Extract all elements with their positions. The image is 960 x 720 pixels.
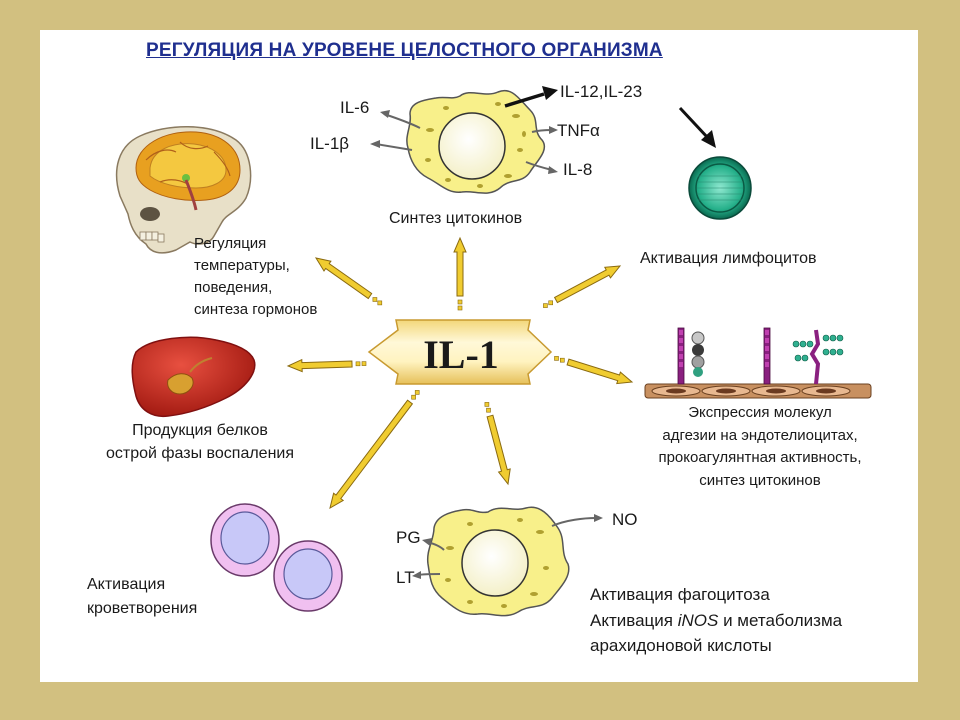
brain-caption-line-1: Регуляция [194,235,267,252]
tnf-alpha-label: TNFα [557,121,600,140]
blood-cells-image [210,503,343,612]
arrow-to-phagocyte-tail-mark [486,407,491,413]
il12-il23-label: IL-12,IL-23 [560,82,643,101]
cytokine-cell [370,86,558,194]
il1b-label: IL-1β [310,134,350,153]
page-title: РЕГУЛЯЦИЯ НА УРОВЕНЕ ЦЕЛОСТНОГО ОРГАНИЗМ… [146,40,663,61]
il8-label: IL-8 [563,160,593,179]
liver-caption-line-1: Продукция белков [132,422,268,439]
brain-caption: Регуляция температуры, поведения, синтез… [194,233,317,321]
arrow-to-endothelium [566,358,634,385]
pg-label: PG [396,528,421,547]
il1-center-label: IL-1 [423,332,499,377]
il1-center-star [367,319,553,385]
endothelium-caption-line-4: синтез цитокинов [699,471,821,489]
arrow-to-brain [314,257,373,300]
no-label: NO [612,510,638,529]
il6-label: IL-6 [340,98,370,117]
arrow-to-liver [286,358,353,373]
brain-caption-line-2: температуры, [194,257,290,274]
liver-caption: Продукция белков острой фазы воспаления [66,419,334,465]
brain-caption-line-4: синтеза гормонов [194,301,318,318]
il12-output-arrow [504,86,558,108]
cell-secretion-arrows [370,110,558,174]
endothelium-image [644,327,872,399]
endothelium-caption-line-2: адгезии на эндотелиоцитах, [662,426,858,444]
arrow-to-blood-tail-mark [414,390,420,395]
arrow-to-blood-tail-mark [411,394,416,400]
arrow-to-lymphocytes-tail-mark [543,303,548,308]
arrow-to-lymphocytes [553,265,622,304]
phagocyte-caption-line-1: Активация фагоцитоза [590,585,770,604]
phagocyte-caption-line-3: арахидоновой кислоты [590,636,772,655]
cytokine-synthesis-caption: Синтез цитокинов [389,210,523,227]
arrow-to-brain-tail-mark [377,300,383,306]
arrow-to-blood [329,399,414,510]
endothelium-caption: Экспрессия молекул адгезии на эндотелиоц… [620,402,900,492]
lt-label: LT [396,568,415,587]
cell-nucleus [438,112,506,180]
phagocyte-caption-line-2-suffix: и метаболизма [718,610,843,630]
arrow-to-endothelium-tail-mark [559,357,565,363]
brain-skull-image [115,126,252,254]
cell-granules [425,102,526,188]
lymphocyte-caption: Активация лимфоцитов [640,250,817,267]
phagocyte-cell [412,506,603,617]
brain-caption-line-3: поведения, [194,279,273,296]
adhesion-molecules [677,327,844,385]
arrow-to-cytokine-synthesis [453,236,467,297]
blood-caption: Активация кроветворения [87,573,197,621]
arrow-to-lymphocytes-tail-mark [548,300,554,306]
arrow-to-liver-tail-mark [361,361,367,366]
arrow-to-cytokine-synthesis-tail-mark [457,305,463,311]
il1-effect-arrows [286,236,634,510]
arrow-to-phagocyte-tail-mark [484,402,490,407]
inos-term: iNOS [677,610,719,630]
blood-caption-line-2: кроветворения [87,600,198,617]
arrow-to-cytokine-synthesis-tail-mark [457,299,463,305]
endothelium-caption-line-1: Экспрессия молекул [688,404,832,421]
blood-caption-line-1: Активация [87,576,166,593]
lymphocyte [688,156,752,220]
phagocyte-caption-line-2-prefix: Активация [590,610,678,630]
arrow-to-liver-tail-mark [355,361,361,367]
liver-caption-line-2: острой фазы воспаления [105,445,295,462]
liver-image [131,336,256,418]
phagocyte-caption-line-2: Активация iNOS и метаболизма [590,608,842,634]
lymphocyte-activation-arrow [678,106,716,148]
arrow-to-phagocyte [486,414,511,486]
endothelium-caption-line-3: прокоагулянтная активность, [658,449,862,466]
arrow-to-endothelium-tail-mark [554,356,559,361]
arrow-to-brain-tail-mark [372,297,378,302]
phagocyte-caption: Активация фагоцитоза Активация iNOS и ме… [590,582,842,659]
